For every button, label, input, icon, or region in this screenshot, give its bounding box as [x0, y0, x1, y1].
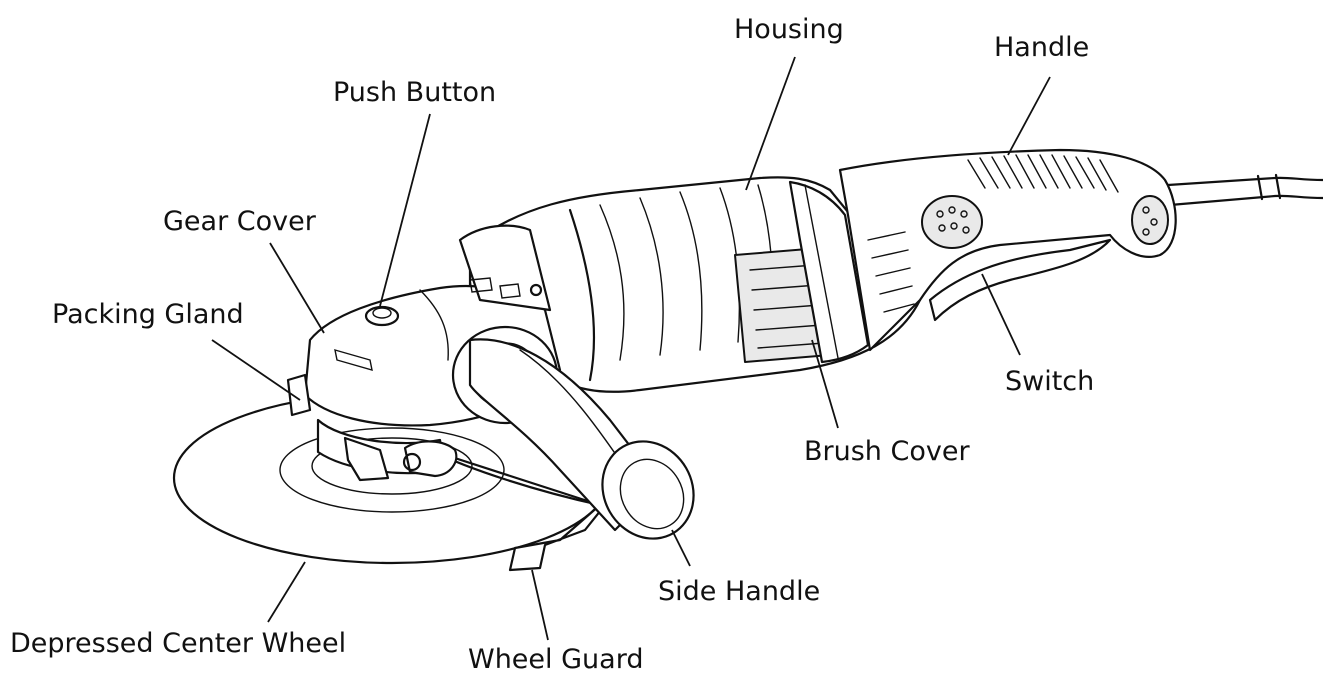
leader-gear-cover: [269, 242, 325, 334]
spindle-assembly: [286, 373, 458, 482]
leader-lines: [211, 56, 1051, 641]
label-wheel-guard: Wheel Guard: [468, 644, 643, 675]
leader-handle: [1007, 76, 1051, 156]
leader-brush-cover: [811, 339, 839, 429]
leader-push-button: [379, 113, 431, 307]
leader-wheel-guard: [531, 569, 549, 641]
leader-packing-gland: [211, 339, 301, 401]
label-depressed-center-wheel: Depressed Center Wheel: [10, 628, 346, 659]
label-brush-cover: Brush Cover: [804, 436, 970, 467]
label-packing-gland: Packing Gland: [52, 299, 244, 330]
leader-housing: [745, 56, 796, 191]
label-switch: Switch: [1005, 366, 1094, 397]
label-handle: Handle: [994, 32, 1089, 63]
leader-switch: [981, 273, 1021, 356]
label-housing: Housing: [734, 14, 844, 45]
rear-handle: [838, 148, 1177, 352]
label-side-handle: Side Handle: [658, 576, 820, 607]
part-labels: Housing Handle Push Button Gear Cover Pa…: [10, 14, 1094, 675]
collar-ring: [788, 180, 870, 364]
label-push-button: Push Button: [333, 77, 496, 108]
side-handle-part: [451, 325, 695, 540]
leader-depressed-center-wheel: [267, 561, 306, 623]
leader-side-handle: [671, 529, 691, 567]
power-cord: [1166, 173, 1323, 207]
switch-part: [928, 238, 1112, 322]
push-button-part: [364, 305, 400, 327]
angle-grinder-illustration: [172, 148, 1323, 572]
label-gear-cover: Gear Cover: [163, 206, 317, 237]
